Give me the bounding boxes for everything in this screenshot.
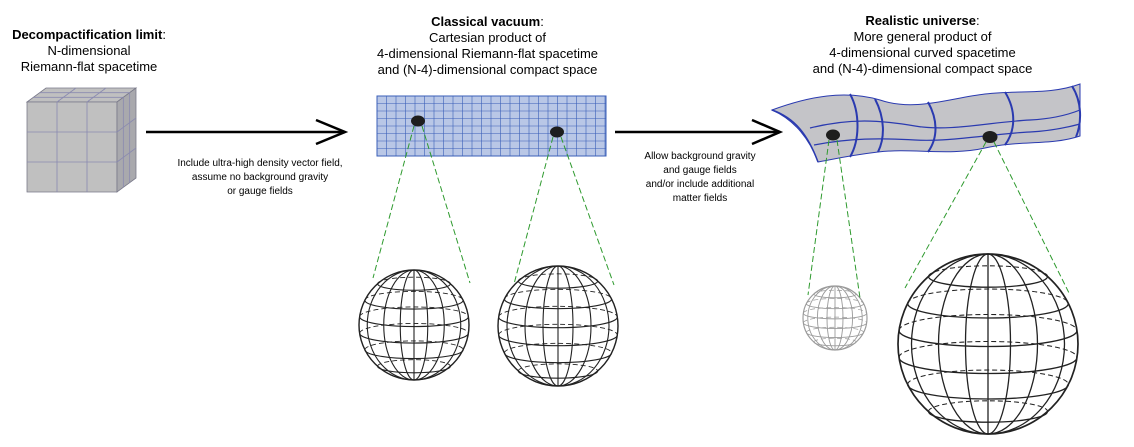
cube-front-face [26, 101, 118, 193]
stage-title: Classical vacuum: [431, 14, 544, 29]
guide-line [421, 125, 471, 284]
stage-line: Riemann-flat spacetime [20, 59, 158, 74]
guide-line [993, 141, 1071, 296]
compactification-point [411, 115, 425, 127]
stage-line: N-dimensional [47, 43, 131, 58]
stage-line: More general product of [853, 29, 992, 44]
stage-line: 4-dimensional curved spacetime [829, 45, 1016, 60]
curved-spacetime-surface [770, 83, 1082, 163]
compact-space-sphere [358, 269, 470, 381]
cube-grid-line [56, 87, 77, 103]
guide-line [904, 141, 987, 289]
compact-space-sphere [497, 265, 619, 387]
guide-line [372, 125, 415, 279]
guide-line [560, 136, 615, 286]
transition-note-2: Allow background gravity and gauge field… [644, 151, 756, 204]
plane-grid [377, 96, 606, 156]
compactification-point [826, 129, 840, 141]
cube-grid [27, 87, 137, 192]
compact-space-sphere [802, 285, 868, 351]
stage-line: 4-dimensional Riemann-flat spacetime [376, 46, 599, 61]
cube-grid-line [116, 117, 137, 133]
stage-line: and (N-4)-dimensional compact space [812, 61, 1033, 76]
guide-line [807, 139, 830, 296]
stage-heading-decompactification: Decompactification limit: N-dimensional … [0, 27, 178, 75]
stage-heading-classical-vacuum: Classical vacuum: Cartesian product of 4… [360, 14, 615, 78]
stage-line: Cartesian product of [428, 30, 547, 45]
compact-space-sphere [897, 253, 1079, 435]
compact-space-spheres [358, 253, 1079, 435]
cube-grid-line [86, 87, 107, 103]
guide-line [513, 136, 554, 285]
stage-title: Realistic universe: [865, 13, 980, 28]
guide-lines [372, 125, 1071, 299]
stage-line: and (N-4)-dimensional compact space [377, 62, 598, 77]
arrow-2 [615, 118, 784, 146]
stage-heading-realistic-universe: Realistic universe: More general product… [795, 13, 1050, 77]
stage-title: Decompactification limit: [12, 27, 166, 42]
compactification-point [550, 126, 564, 138]
cube-grid-line [116, 147, 137, 163]
guide-line [836, 139, 861, 299]
arrow-1 [146, 118, 349, 146]
flat-spacetime-plane [376, 95, 607, 157]
transition-note-1: Include ultra-high density vector field,… [177, 158, 343, 197]
compactification-point [982, 131, 998, 143]
cube-figure [25, 87, 138, 193]
cube-side-face [116, 87, 137, 193]
